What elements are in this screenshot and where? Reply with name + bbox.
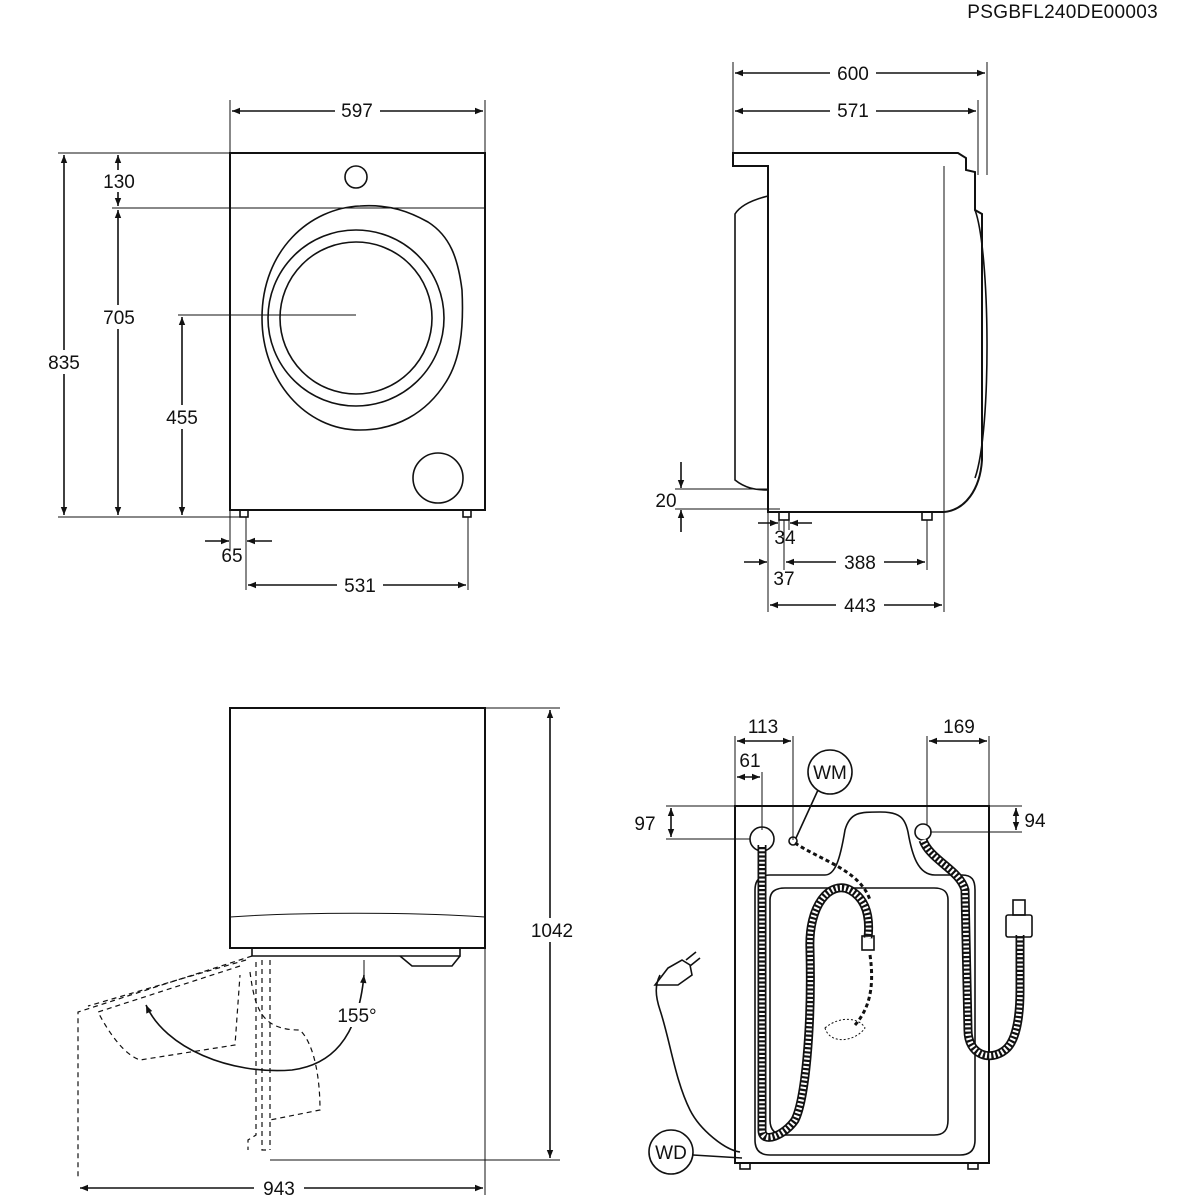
door-glass [279, 241, 433, 395]
dim-base-443: 443 [844, 596, 876, 617]
side-body [732, 152, 983, 513]
filter-cap [412, 452, 464, 504]
door-ring [267, 229, 445, 407]
rear-view: WM WD 113 61 169 97 94 [634, 717, 1046, 1175]
dim-width-597: 597 [341, 101, 373, 122]
wd-callout [648, 1129, 694, 1175]
dim-depth-600: 600 [837, 64, 869, 85]
front-foot-right [462, 509, 472, 518]
side-door-bulge [734, 195, 769, 491]
top-view-body [229, 707, 486, 949]
dim-width-943: 943 [263, 1179, 295, 1200]
dim-foot-width-34: 34 [774, 528, 796, 549]
dim-drain-x-113: 113 [748, 717, 778, 738]
side-back-hose [974, 209, 988, 479]
dim-inlet-x-61: 61 [739, 751, 760, 772]
front-foot-left [239, 509, 249, 518]
door-open-view: 155° 1042 943 [77, 707, 579, 1200]
wm-callout [807, 749, 853, 795]
front-view: 597 835 130 705 455 65 531 [42, 98, 486, 597]
dim-angle-155: 155° [337, 1006, 376, 1027]
dim-top-130: 130 [103, 172, 135, 193]
label-wd: WD [655, 1143, 687, 1164]
dim-door-center-455: 455 [166, 408, 198, 429]
dim-foot-span-531: 531 [344, 576, 376, 597]
dim-foot-height-20: 20 [655, 491, 676, 512]
dim-right-x-169: 169 [943, 717, 975, 738]
dim-right-y-94: 94 [1024, 811, 1046, 832]
dim-height-1042: 1042 [531, 921, 573, 942]
dim-foot-offset-37: 37 [773, 569, 794, 590]
door-outline [261, 204, 464, 431]
dim-height-835: 835 [48, 353, 80, 374]
label-wm: WM [813, 763, 847, 784]
dim-foot-span-388: 388 [844, 553, 876, 574]
dim-drain-y-97: 97 [634, 814, 655, 835]
program-knob-icon [344, 165, 368, 189]
document-code: PSGBFL240DE00003 [967, 2, 1158, 23]
dim-door-705: 705 [103, 308, 135, 329]
side-foot-rear [921, 511, 933, 521]
dim-depth-571: 571 [837, 101, 869, 122]
side-foot-front [778, 511, 790, 521]
dim-foot-65: 65 [221, 546, 242, 567]
side-view: 600 571 20 34 388 37 443 [655, 61, 988, 617]
rear-panel-outline [754, 811, 976, 1156]
rear-body [734, 805, 990, 1164]
